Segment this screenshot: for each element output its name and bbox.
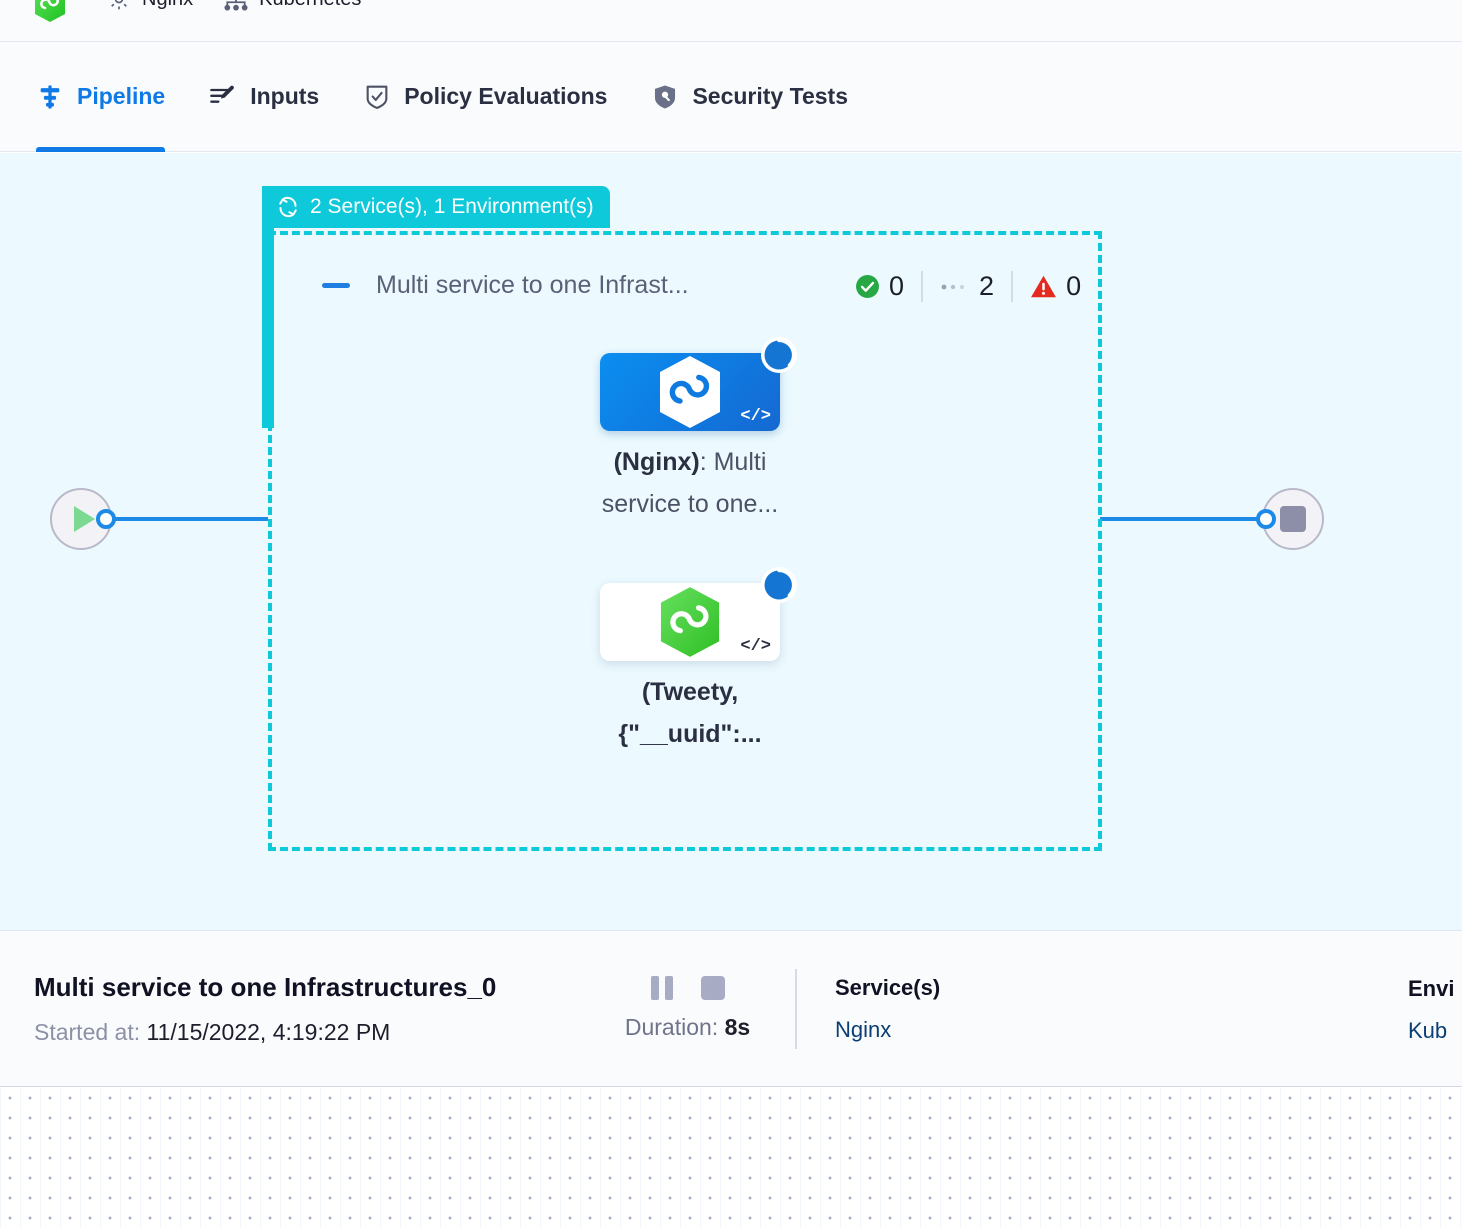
service-node-nginx-label-line2: service to one... [601,490,779,518]
group-container[interactable] [268,231,1102,851]
service-node-nginx[interactable]: </> [600,337,797,431]
started-at: Started at: 11/15/2022, 4:19:22 PM [34,1019,580,1046]
hexagon-infinity-logo-icon [35,0,65,22]
edge-start-to-group [112,517,268,521]
services-column: Service(s) Nginx [797,975,940,1043]
infrastructure-cluster-icon [224,0,248,11]
service-node-tweety-label: (Tweety, {"__uuid":... [540,671,840,755]
gear-icon [111,0,127,10]
environments-link-kubernetes[interactable]: Kub [1408,1017,1448,1043]
tab-label-pipeline: Pipeline [77,83,166,109]
tab-label-inputs: Inputs [250,83,320,109]
shield-check-icon [366,85,388,109]
service-node-nginx-label: (Nginx): Multi service to one... [540,441,840,525]
tab-security-tests[interactable]: Security Tests [651,42,848,152]
pipeline-canvas[interactable]: 2 Service(s), 1 Environment(s) Multi ser… [0,153,1462,930]
edge-group-to-end [1100,517,1260,521]
environments-heading: Envi [1408,975,1455,1001]
shield-lock-icon [655,84,676,109]
group-header: Multi service to one Infrast... [322,271,689,300]
started-at-label: Started at: [34,1018,141,1045]
breadcrumb-label-kubernetes: Kubernetes [259,0,361,11]
execution-detail-panel: Multi service to one Infrastructures_0 S… [0,930,1462,1087]
check-circle-icon [856,275,879,298]
duration-value: 8s [724,1014,751,1040]
breadcrumb-item-logo[interactable] [34,0,76,22]
group-title: Multi service to one Infrast... [376,271,689,299]
page-title: Multi service to one Infrastructures_0 [34,971,497,1002]
stop-button[interactable] [700,976,725,1000]
warning-triangle-icon [1031,275,1057,298]
service-node-tweety-label-line2: {"__uuid":... [618,720,762,748]
breadcrumb: Nginx Kubernetes [0,0,1462,42]
dotted-grid-background [0,1088,1462,1228]
status-error-value: 0 [1066,271,1082,301]
tab-policy-evaluations[interactable]: Policy Evaluations [363,42,607,152]
duration-label: Duration: [624,1014,719,1040]
status-success-value: 0 [889,271,905,301]
service-node-tweety-label-strong: (Tweety, [641,678,739,706]
tab-bar: Pipeline Inputs Policy Evaluations Secur… [0,42,1462,152]
status-pending-value: 2 [979,271,995,301]
status-success: 0 [838,271,921,302]
execution-summary: Multi service to one Infrastructures_0 S… [0,972,580,1046]
breadcrumb-label-nginx: Nginx [142,0,193,11]
pause-button[interactable] [650,976,673,1000]
tab-pipeline[interactable]: Pipeline [36,42,166,152]
stop-square-icon [1280,506,1306,532]
duration-block: Duration: 8s [580,976,795,1041]
collapse-minus-icon[interactable] [322,283,350,288]
play-icon [73,506,95,532]
hexagon-infinity-icon [660,356,720,428]
spinner-running-icon [761,337,797,373]
group-status-counters: 0 2 0 [838,271,1098,302]
hexagon-infinity-icon [660,587,720,657]
code-glyph-icon: </> [740,637,771,656]
status-pending: 2 [921,271,1011,302]
environments-column: Envi Kub [1408,931,1462,1088]
pending-dots-icon [941,284,965,289]
breadcrumb-item-nginx[interactable]: Nginx [106,0,193,12]
inputs-pencil-icon [210,85,235,103]
duration-text: Duration: 8s [580,1014,795,1041]
service-node-nginx-label-strong: (Nginx) [613,448,700,476]
spinner-running-icon [761,567,797,603]
loop-repeat-icon [279,196,297,218]
tab-label-policy-evaluations: Policy Evaluations [404,83,608,109]
group-tag[interactable]: 2 Service(s), 1 Environment(s) [262,186,610,228]
pipeline-icon [40,84,60,109]
code-glyph-icon: </> [740,407,771,426]
tab-label-security-tests: Security Tests [692,83,848,109]
group-tag-label: 2 Service(s), 1 Environment(s) [310,195,594,218]
breadcrumb-item-kubernetes[interactable]: Kubernetes [223,0,361,12]
tab-inputs[interactable]: Inputs [209,42,319,152]
service-node-tweety[interactable]: </> [600,567,797,661]
services-heading: Service(s) [835,974,941,1000]
status-error: 0 [1011,271,1098,302]
started-at-value: 11/15/2022, 4:19:22 PM [146,1018,391,1045]
detail-divider [795,968,797,1049]
service-node-nginx-label-rest: : Multi [699,448,767,476]
services-link-nginx[interactable]: Nginx [835,1016,892,1042]
